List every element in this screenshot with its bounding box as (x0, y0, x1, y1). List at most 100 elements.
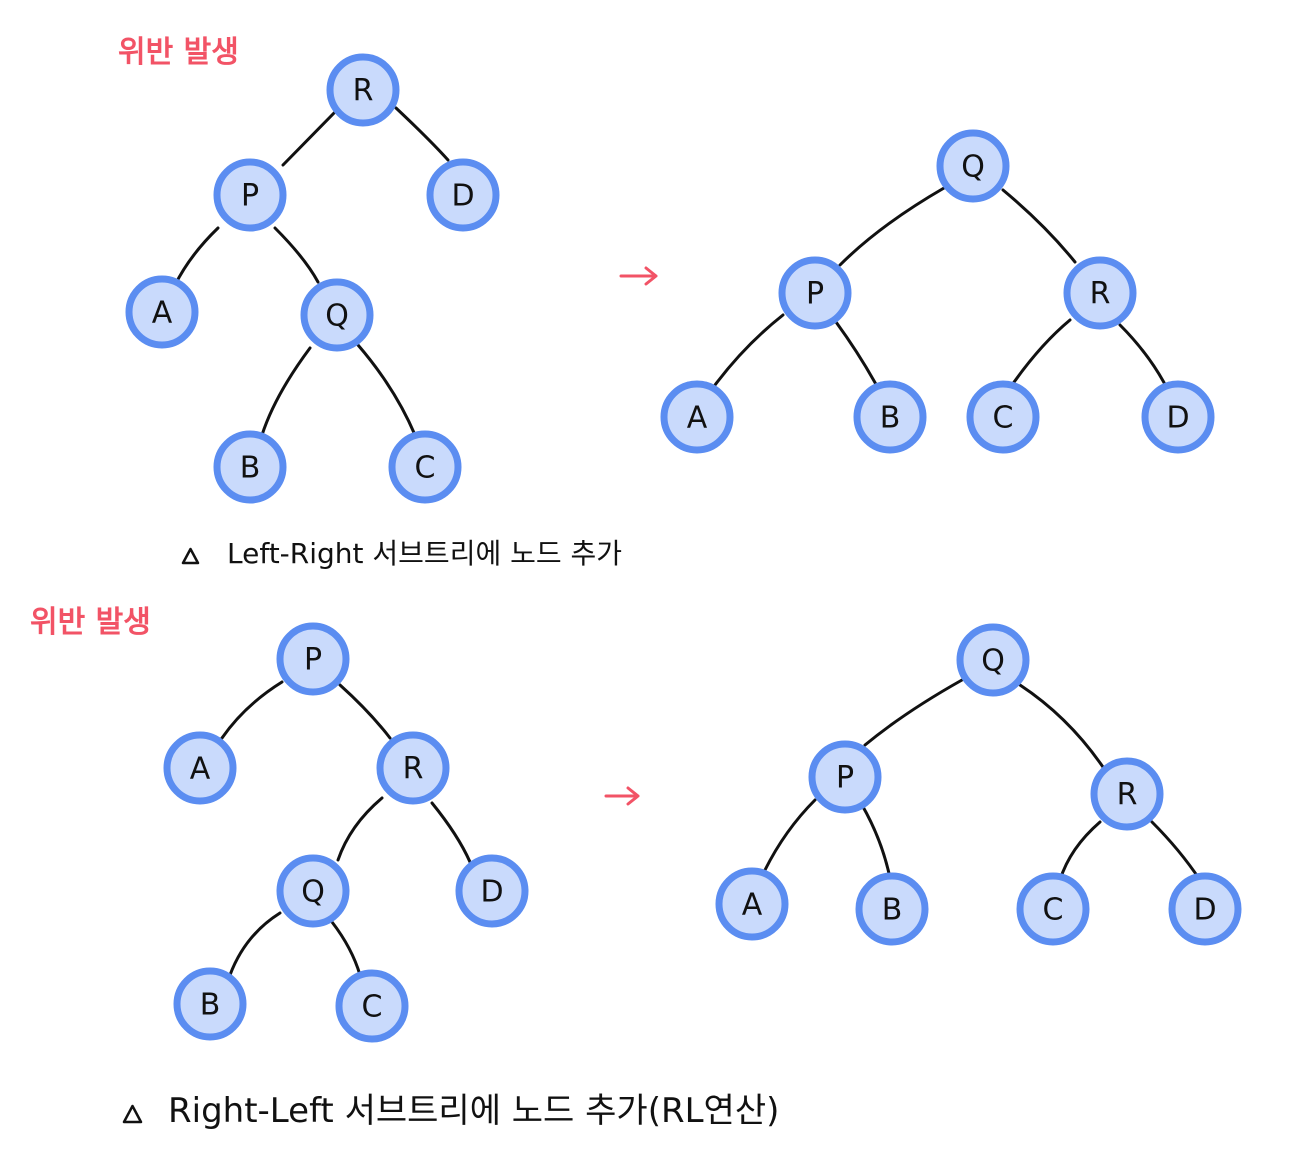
top-caption: Left-Right 서브트리에 노드 추가 (181, 537, 622, 570)
node-label: A (190, 752, 211, 787)
tree-node: B (213, 430, 287, 504)
node-circle (956, 623, 1030, 697)
edge-R-P (281, 110, 337, 167)
node-label: Q (981, 644, 1005, 679)
node-circle (125, 275, 199, 349)
tree-node: C (335, 969, 409, 1043)
node-label: C (1043, 893, 1064, 928)
tree-node: P (276, 622, 350, 696)
edge-P-R (338, 683, 392, 740)
edge-Q-C (356, 343, 417, 437)
node-label: Q (325, 299, 349, 334)
edge-Q-P (838, 186, 946, 267)
triangle-icon (122, 1104, 143, 1124)
edge-R-C (1058, 820, 1102, 882)
node-circle (1063, 256, 1137, 330)
edge-P-Q (273, 226, 320, 284)
tree-node: D (1141, 380, 1215, 454)
node-label: B (882, 893, 903, 928)
edge-Q-B (228, 911, 282, 977)
node-label: R (1117, 778, 1138, 813)
tree-node: A (125, 275, 199, 349)
tree-node: P (778, 256, 852, 330)
node-circle (426, 158, 500, 232)
edge-P-A (173, 226, 220, 287)
node-label: B (880, 401, 901, 436)
node-circle (715, 867, 789, 941)
top-caption-text: Left-Right 서브트리에 노드 추가 (227, 537, 622, 570)
node-circle (1090, 757, 1164, 831)
node-label: A (152, 296, 173, 331)
triangle-icon (181, 547, 200, 565)
node-circle (388, 430, 462, 504)
bottom-warning-label: 위반 발생 (30, 605, 151, 640)
tree-node: C (1016, 872, 1090, 946)
node-circle (163, 731, 237, 805)
node-circle (300, 278, 374, 352)
tree-node: R (1063, 256, 1137, 330)
node-circle (455, 854, 529, 928)
node-circle (778, 256, 852, 330)
tree-node: A (660, 380, 734, 454)
node-label: P (836, 761, 854, 796)
tree-node: A (715, 867, 789, 941)
node-label: D (480, 875, 503, 910)
tree-node: B (855, 872, 929, 946)
node-circle (276, 622, 350, 696)
tree-node: C (966, 380, 1040, 454)
tree-node: P (213, 158, 287, 232)
node-circle (335, 969, 409, 1043)
node-label: P (304, 643, 322, 678)
edge-R-D (430, 801, 472, 864)
top-section: 위반 발생 R P D A (118, 35, 1215, 570)
node-label: B (240, 451, 261, 486)
tree-node: B (173, 967, 247, 1041)
node-circle (853, 380, 927, 454)
node-label: C (362, 990, 383, 1025)
node-label: Q (961, 150, 985, 185)
edge-P-A (220, 680, 284, 740)
tree-node: Q (300, 278, 374, 352)
tree-node: D (426, 158, 500, 232)
edge-R-D (394, 106, 450, 162)
edge-R-D (1118, 323, 1170, 392)
edge-R-Q (336, 796, 384, 862)
edge-P-A (763, 798, 817, 872)
edge-R-D (1150, 820, 1202, 882)
tree-node: Q (276, 854, 350, 928)
node-circle (326, 53, 400, 127)
node-label: R (403, 752, 424, 787)
bottom-caption: Right-Left 서브트리에 노드 추가(RL연산) (122, 1091, 779, 1131)
bottom-caption-text: Right-Left 서브트리에 노드 추가(RL연산) (168, 1091, 779, 1131)
tree-node: R (376, 731, 450, 805)
edge-R-C (1010, 318, 1072, 387)
edge-Q-P (863, 678, 964, 747)
node-label: P (806, 277, 824, 312)
tree-node: Q (936, 129, 1010, 203)
top-before-tree: R P D A Q B C (125, 53, 500, 504)
node-circle (936, 129, 1010, 203)
node-circle (173, 967, 247, 1041)
tree-node: Q (956, 623, 1030, 697)
edge-P-A (713, 313, 785, 387)
edge-Q-C (330, 920, 362, 977)
edge-Q-R (1001, 188, 1077, 264)
edge-P-B (834, 320, 880, 390)
right-arrow-icon (604, 786, 640, 806)
node-label: D (451, 179, 474, 214)
node-circle (660, 380, 734, 454)
node-circle (966, 380, 1040, 454)
tree-node: R (326, 53, 400, 127)
edge-Q-B (260, 346, 312, 437)
node-circle (276, 854, 350, 928)
node-circle (1168, 872, 1242, 946)
bottom-after-tree: Q P R A B C D (715, 623, 1242, 946)
tree-node: C (388, 430, 462, 504)
node-label: R (353, 74, 374, 109)
node-label: Q (301, 875, 325, 910)
top-warning-label: 위반 발생 (118, 35, 239, 70)
node-label: A (687, 401, 708, 436)
bottom-before-tree: P A R Q D B C (163, 622, 529, 1043)
node-circle (808, 740, 882, 814)
